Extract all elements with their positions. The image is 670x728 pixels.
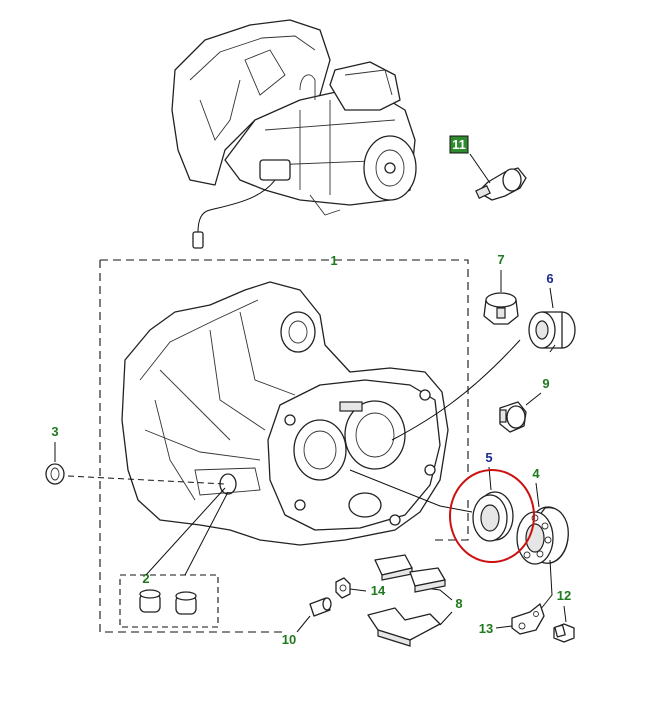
part-7-plug [483, 292, 519, 325]
callout-9: 9 [542, 376, 549, 391]
part-13-bracket [511, 603, 545, 635]
part-14-nut [335, 577, 351, 599]
part-6-bush [528, 311, 576, 349]
gearbox-housing [121, 281, 449, 546]
callout-13: 13 [479, 621, 493, 636]
callout-8: 8 [455, 596, 462, 611]
callout-10: 10 [282, 632, 296, 647]
callout-5: 5 [485, 450, 492, 465]
callout-1: 1 [330, 253, 337, 268]
part-3-plug [45, 463, 65, 485]
part-12-bolt [553, 623, 575, 643]
part-4-bearing [516, 506, 569, 565]
part-1-boundary [100, 259, 469, 478]
part-11-sensor [469, 153, 527, 201]
highlight-circle [449, 469, 535, 563]
callout-6: 6 [546, 271, 553, 286]
part-2-boundary [119, 574, 219, 628]
part-8-pads [367, 554, 446, 647]
callout-11: 11 [452, 137, 466, 152]
callout-4: 4 [532, 466, 540, 481]
badge-11 [449, 135, 469, 154]
part-2-dowels [139, 589, 197, 615]
callout-2: 2 [142, 571, 149, 586]
callout-7: 7 [497, 252, 504, 267]
callout-14: 14 [371, 583, 386, 598]
callout-3: 3 [51, 424, 58, 439]
part-10-pin [309, 597, 332, 617]
callout-12: 12 [557, 588, 571, 603]
part-5-oil-seal [472, 491, 514, 542]
assembled-transmission [171, 19, 417, 249]
part-9-breather [499, 401, 527, 433]
